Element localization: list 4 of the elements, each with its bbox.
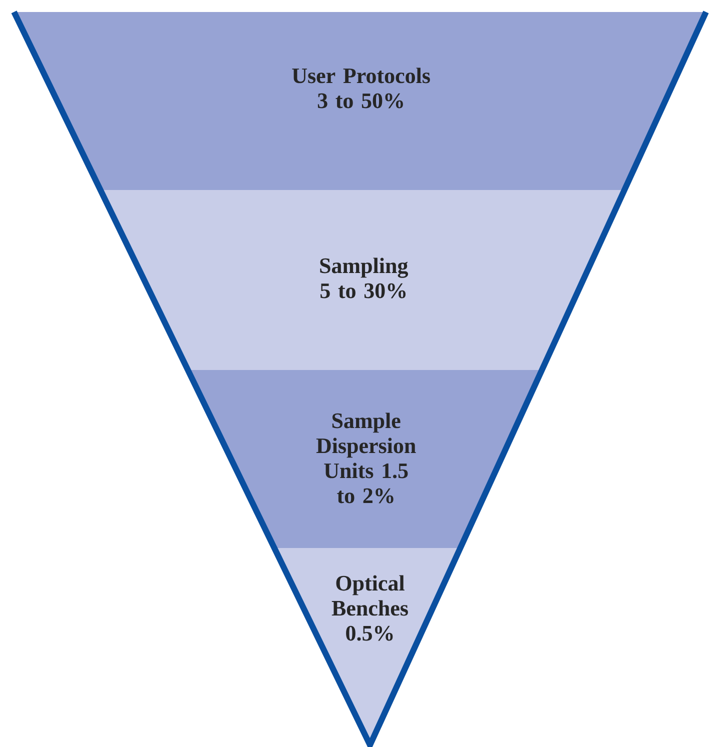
funnel-band: User Protocols 3 to 50% — [14, 12, 706, 190]
funnel-band: Optical Benches 0.5% — [274, 548, 460, 745]
funnel-band: Sample Dispersion Units 1.5 to 2% — [188, 370, 542, 548]
funnel-band: Sampling 5 to 30% — [100, 190, 624, 370]
